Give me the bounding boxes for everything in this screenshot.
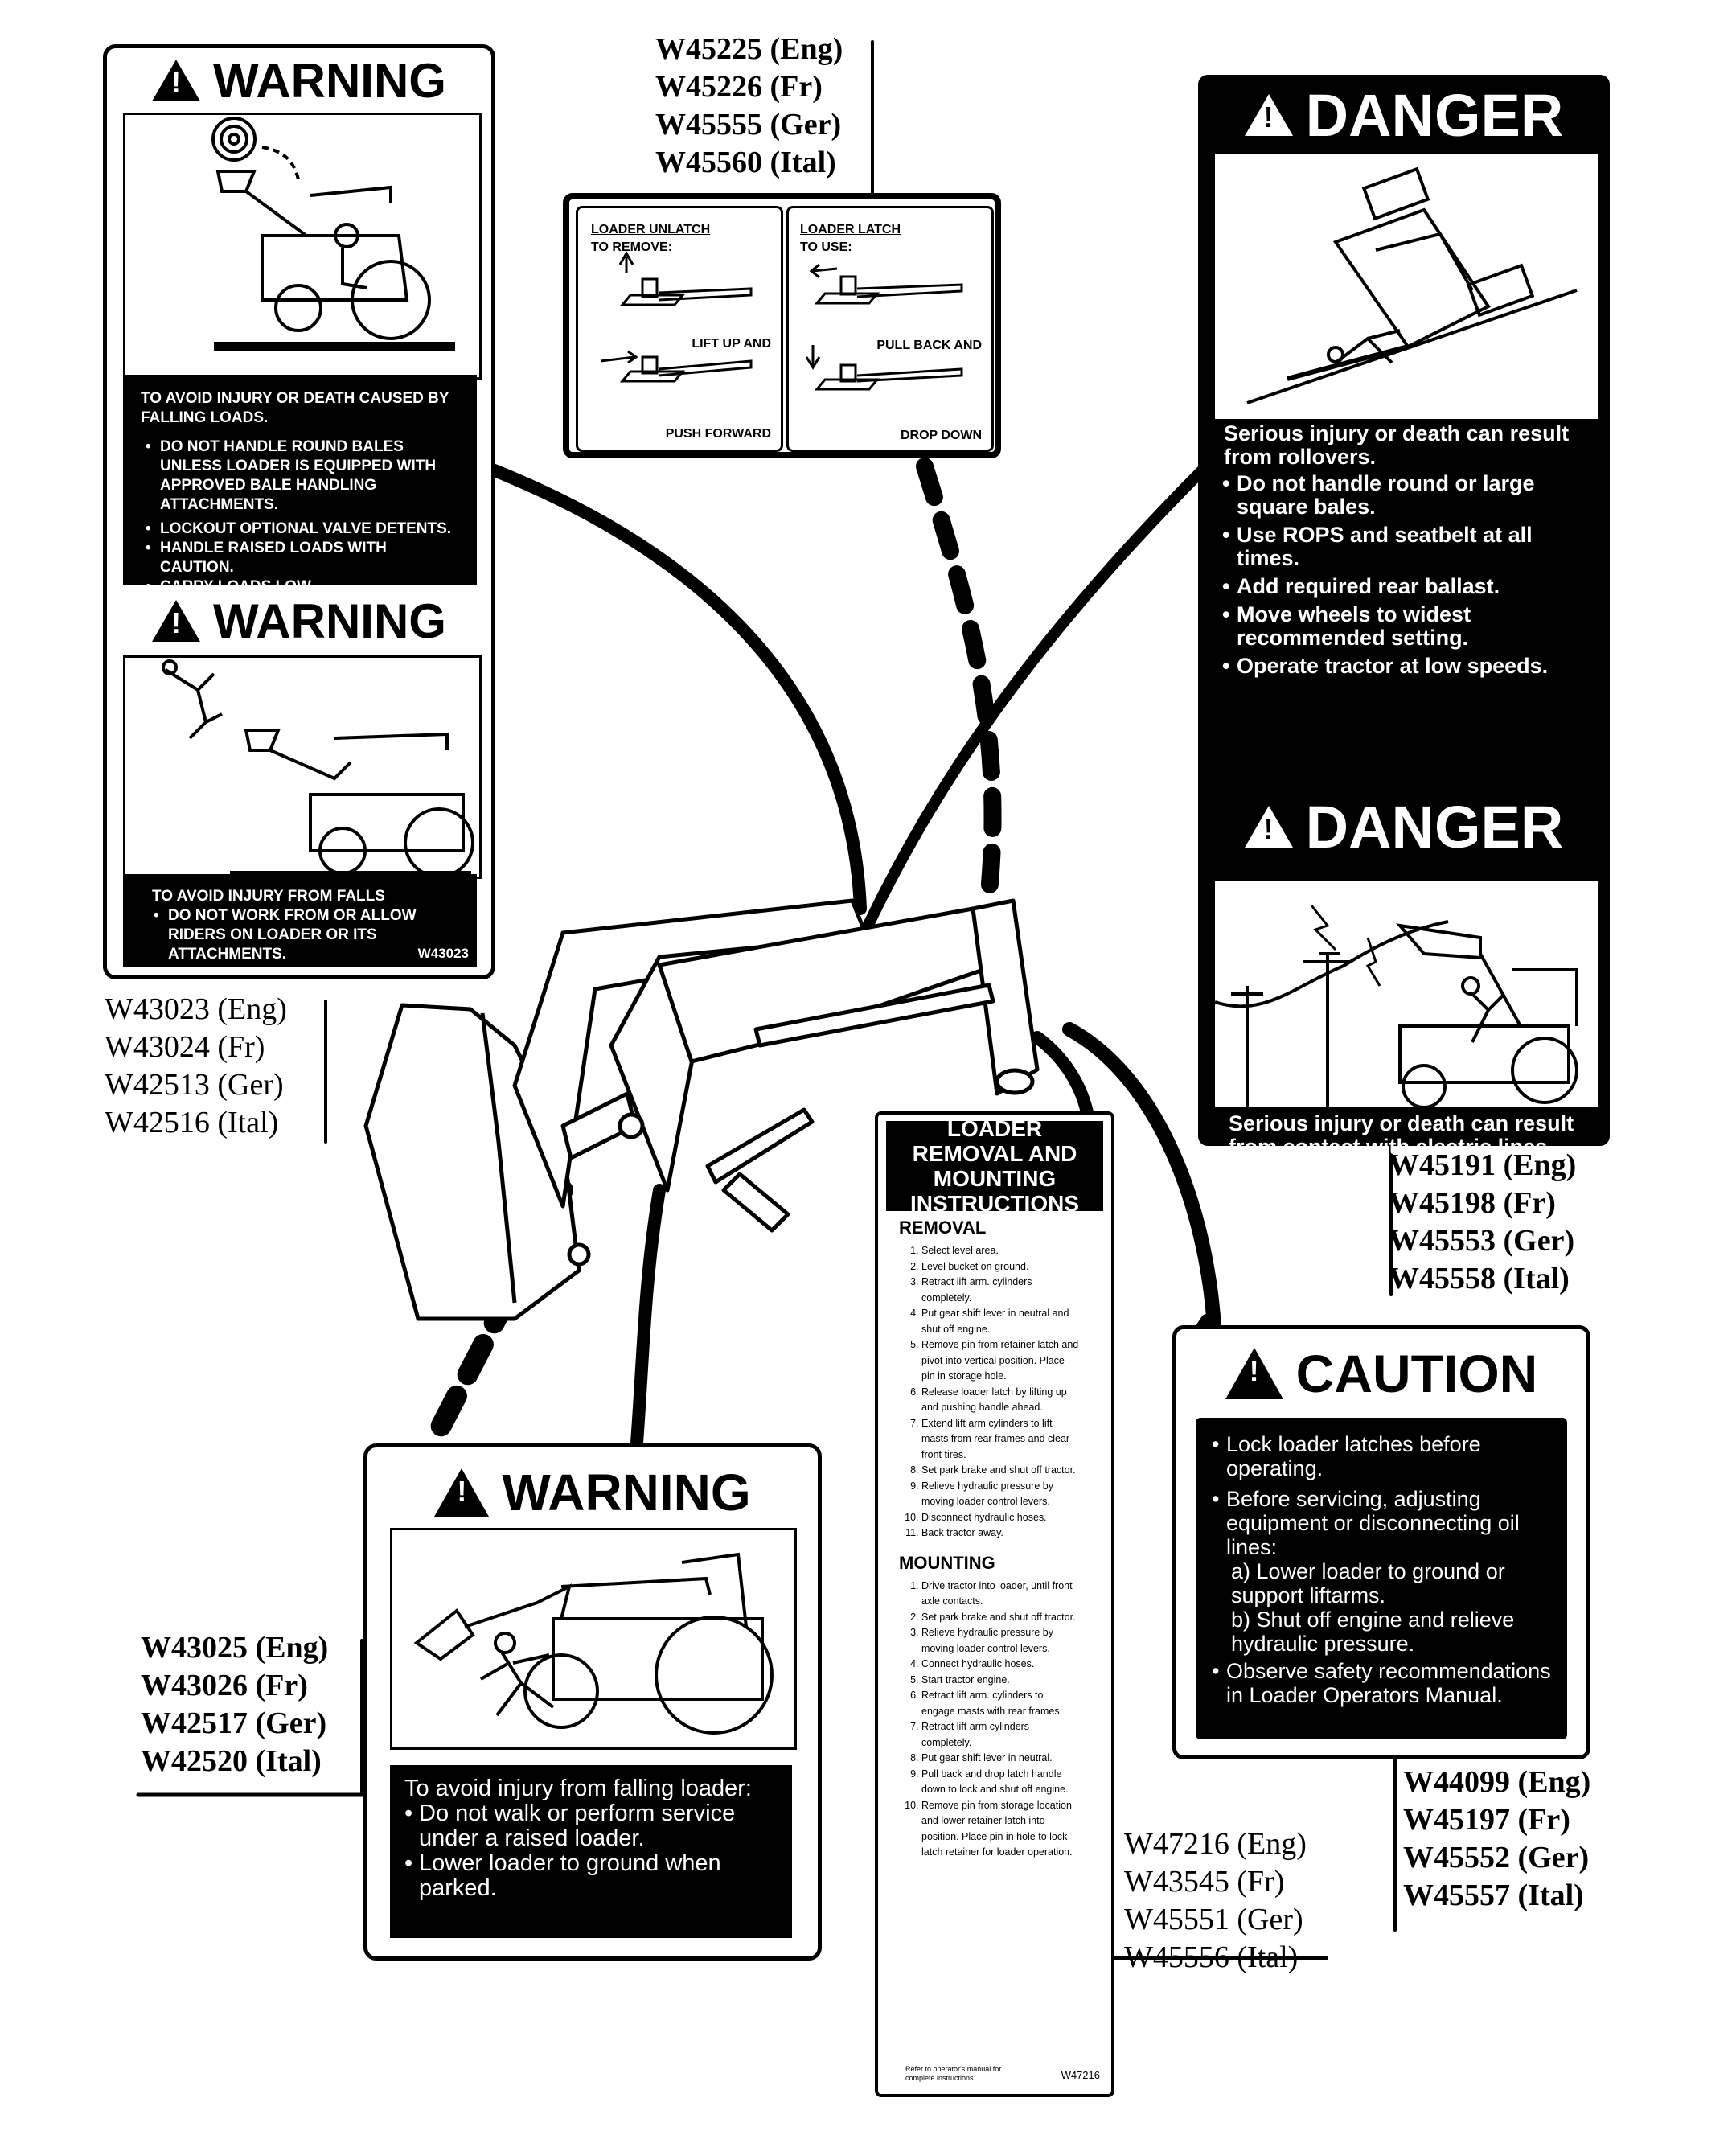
removal-step: Select level area. <box>921 1243 1079 1259</box>
mounting-step: Connect hydraulic hoses. <box>921 1657 1079 1673</box>
warning-header-2: WARNING <box>107 589 491 653</box>
caution-item: Lock loader latches before operating. <box>1212 1432 1556 1480</box>
mounting-heading: MOUNTING <box>899 1552 995 1573</box>
mounting-step: Retract lift arm. cylinders to engage ma… <box>921 1688 1079 1719</box>
mounting-step: Remove pin from storage location and low… <box>921 1798 1079 1861</box>
mounting-step: Relieve hydraulic pressure by moving loa… <box>921 1625 1079 1657</box>
mounting-step: Put gear shift lever in neutral. <box>921 1751 1079 1767</box>
caution-triangle-icon <box>1225 1348 1283 1399</box>
removal-step: Remove pin from retainer latch and pivot… <box>921 1337 1079 1385</box>
warning-item: Lower loader to ground when parked. <box>404 1851 784 1901</box>
removal-step: Retract lift arm. cylinders completely. <box>921 1275 1079 1306</box>
part-numbers-w43025: W43025 (Eng) W43026 (Fr) W42517 (Ger) W4… <box>141 1631 329 1778</box>
mounting-step: Retract lift arm cylinders completely. <box>921 1719 1079 1751</box>
warning-text-panel-w43025: To avoid injury from falling loader: Do … <box>390 1765 792 1938</box>
warning-text-panel-1: TO AVOID INJURY OR DEATH CAUSED BY FALLI… <box>123 375 477 597</box>
removal-step: Relieve hydraulic pressure by moving loa… <box>921 1479 1079 1510</box>
caution-item: Before servicing, adjusting equipment or… <box>1212 1487 1556 1559</box>
mounting-step: Drive tractor into loader, until front a… <box>921 1579 1079 1610</box>
warning-text-panel-2: TO AVOID INJURY FROM FALLS DO NOT WORK F… <box>123 874 477 967</box>
warning-header-w43025: WARNING <box>367 1447 818 1533</box>
instructions-title: LOADER REMOVAL AND MOUNTING INSTRUCTIONS <box>886 1116 1103 1216</box>
removal-step: Level bucket on ground. <box>921 1259 1079 1275</box>
latch-panel-unlatch: LOADER UNLATCH TO REMOVE: LIFT UP AND PU… <box>576 206 783 452</box>
part-numbers-danger: W45191 (Eng) W45198 (Fr) W45553 (Ger) W4… <box>1389 1148 1577 1295</box>
warning-item: DO NOT HANDLE ROUND BALES UNLESS LOADER … <box>146 437 459 515</box>
decal-code: W47216 <box>1061 2069 1100 2081</box>
danger-item: Do not handle round or large square bale… <box>1222 472 1594 519</box>
rollover-picture <box>1213 151 1600 421</box>
part-numbers-w43023: W43023 (Eng) W43024 (Fr) W42513 (Ger) W4… <box>105 992 287 1139</box>
removal-step: Set park brake and shut off tractor. <box>921 1463 1079 1479</box>
leader-line-w43025 <box>629 1184 666 1470</box>
part-numbers-caution: W44099 (Eng) W45197 (Fr) W45552 (Ger) W4… <box>1403 1765 1591 1912</box>
danger-item: Move wheels to widest recommended settin… <box>1222 603 1594 650</box>
mounting-steps: Drive tractor into loader, until front a… <box>878 1579 1111 1861</box>
warning-triangle-icon <box>152 60 200 101</box>
tractor-bale-falling-picture <box>123 113 482 380</box>
danger-triangle-icon <box>1244 806 1293 848</box>
danger-header-2: DANGER <box>1198 786 1610 867</box>
instructions-footer: Refer to operator's manual for complete … <box>905 2065 1002 2082</box>
leader-line-danger <box>863 461 1212 930</box>
part-numbers-instructions: W47216 (Eng) W43545 (Fr) W45551 (Ger) W4… <box>1124 1827 1307 1974</box>
removal-step: Disconnect hydraulic hoses. <box>921 1510 1079 1526</box>
warning-triangle-icon <box>434 1468 490 1517</box>
leader-line-w43023 <box>488 464 867 915</box>
removal-step: Extend lift arm cylinders to lift masts … <box>921 1416 1079 1464</box>
caution-item: Observe safety recommendations in Loader… <box>1212 1659 1556 1707</box>
danger-header-1: DANGER <box>1198 75 1610 155</box>
removal-steps: Select level area. Level bucket on groun… <box>878 1243 1111 1542</box>
warning-header-1: WARNING <box>107 48 491 113</box>
caution-subitem: b) Shut off engine and relieve hydraulic… <box>1231 1607 1515 1656</box>
leader-line-caution <box>1062 1022 1221 1334</box>
decal-danger: DANGER Serious injury or death can resul… <box>1198 75 1610 1159</box>
electric-lines-picture <box>1213 879 1600 1109</box>
removal-step: Put gear shift lever in neutral and shut… <box>921 1306 1079 1337</box>
mounting-step: Start tractor engine. <box>921 1673 1079 1689</box>
decal-loader-latch: LOADER UNLATCH TO REMOVE: LIFT UP AND PU… <box>563 193 1001 458</box>
warning-item: HANDLE RAISED LOADS WITH CAUTION. <box>146 539 459 577</box>
danger-triangle-icon <box>1244 94 1293 136</box>
danger-item: Use ROPS and seatbelt at all times. <box>1222 524 1594 570</box>
leader-line-latch <box>916 458 1002 901</box>
rider-falling-picture <box>123 655 482 879</box>
caution-header: CAUTION <box>1176 1329 1586 1418</box>
warning-triangle-icon <box>152 600 200 642</box>
removal-step: Release loader latch by lifting up and p… <box>921 1385 1079 1416</box>
latch-panel-latch: LOADER LATCH TO USE: PULL BACK AND DROP … <box>786 206 994 452</box>
decal-w43023: WARNING TO AVOID INJURY OR DEATH CAUSED … <box>103 44 495 979</box>
danger-text-2: Serious injury or death can result from … <box>1229 1111 1574 1159</box>
caution-subitem: a) Lower loader to ground or support lif… <box>1231 1559 1505 1607</box>
warning-item: Do not walk or perform service under a r… <box>404 1801 784 1851</box>
caution-text-panel: Lock loader latches before operating. Be… <box>1196 1418 1567 1739</box>
removal-heading: REMOVAL <box>899 1217 987 1238</box>
decal-caution: CAUTION Lock loader latches before opera… <box>1172 1325 1590 1759</box>
danger-text-1: Serious injury or death can result from … <box>1222 422 1594 679</box>
decal-instructions: LOADER REMOVAL AND MOUNTING INSTRUCTIONS… <box>875 1111 1114 2097</box>
warning-item: LOCKOUT OPTIONAL VALVE DETENTS. <box>146 519 459 539</box>
part-numbers-latch: W45225 (Eng) W45226 (Fr) W45555 (Ger) W4… <box>655 32 843 179</box>
decal-w43025: WARNING To avoid injury from falling loa… <box>363 1443 822 1961</box>
person-under-loader-picture <box>390 1528 797 1750</box>
warning-item: CARRY LOADS LOW. <box>146 577 459 597</box>
decal-code: W43023 <box>417 946 469 961</box>
removal-step: Back tractor away. <box>921 1525 1079 1542</box>
danger-item: Operate tractor at low speeds. <box>1222 655 1594 679</box>
mounting-step: Set park brake and shut off tractor. <box>921 1610 1079 1626</box>
danger-item: Add required rear ballast. <box>1222 575 1594 599</box>
mounting-step: Pull back and drop latch handle down to … <box>921 1767 1079 1798</box>
warning-item: DO NOT WORK FROM OR ALLOW RIDERS ON LOAD… <box>154 906 461 964</box>
